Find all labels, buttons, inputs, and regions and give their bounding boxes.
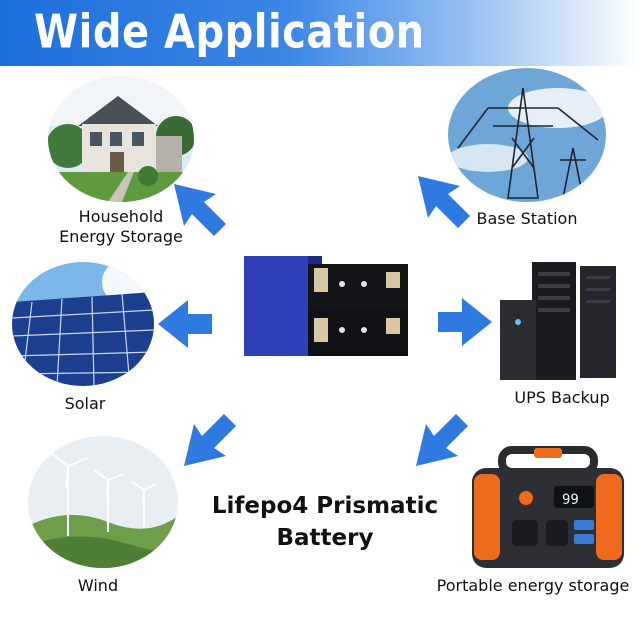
solar-label: Solar: [64, 394, 106, 413]
portable-label: Portable energy storage: [436, 576, 630, 595]
household-label: Household Energy Storage: [46, 207, 196, 247]
ups-image: [496, 262, 618, 382]
arrow-to-ups: [436, 292, 496, 352]
wind-label: Wind: [77, 576, 119, 595]
ups-label: UPS Backup: [514, 388, 610, 407]
arrow-to-household: [170, 180, 230, 240]
product-title-line1: Lifepo4 Prismatic: [211, 493, 439, 519]
arrow-to-base-station: [414, 172, 474, 232]
solar-image: [12, 262, 154, 386]
arrow-to-solar: [154, 294, 214, 354]
battery-cells-image: [244, 254, 414, 360]
header-banner: Wide Application: [0, 0, 640, 66]
wind-image: [28, 436, 178, 568]
product-title: Lifepo4 Prismatic Battery: [205, 490, 445, 554]
arrow-to-wind: [180, 410, 240, 470]
household-label-line1: Household: [78, 207, 164, 226]
page-title: Wide Application: [34, 6, 425, 59]
product-title-line2: Battery: [276, 525, 374, 551]
base-station-label: Base Station: [476, 209, 578, 228]
arrow-to-portable: [412, 410, 472, 470]
base-station-image: [448, 68, 606, 202]
portable-power-image: 99: [468, 446, 628, 570]
portable-display-value: 99: [562, 492, 579, 508]
household-label-line2: Energy Storage: [59, 227, 183, 246]
